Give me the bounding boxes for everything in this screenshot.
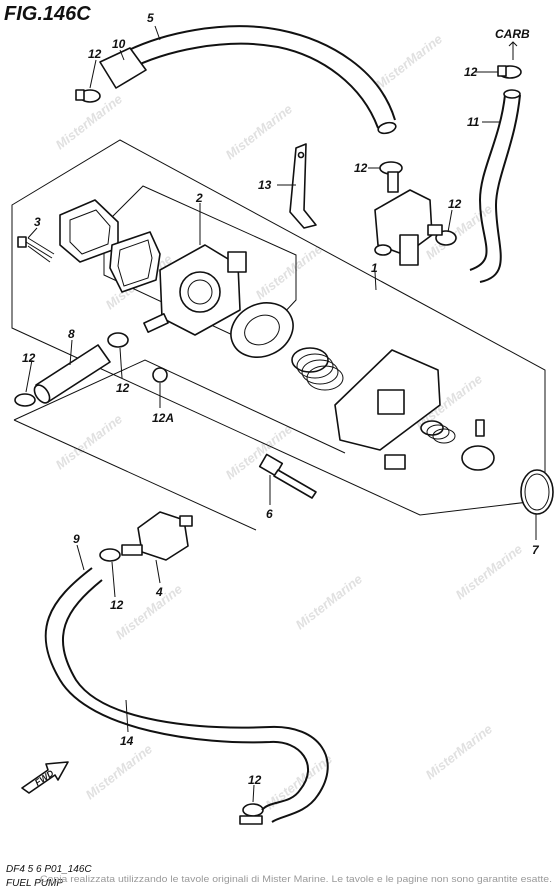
pump-head-1 (374, 171, 443, 266)
footer-code: DF4 5 6 P01_146C (6, 864, 92, 875)
watermark-2: MisterMarine (223, 101, 295, 162)
watermark-15: MisterMarine (423, 721, 495, 782)
clamp-top-left (75, 89, 101, 103)
bolt-6 (258, 453, 317, 499)
callout-10: 10 (112, 37, 126, 51)
callout-12-carb: 12 (464, 65, 478, 79)
watermark-13: MisterMarine (83, 741, 155, 802)
leader-lines (25, 25, 537, 803)
fwd-arrow: FWD (21, 761, 69, 794)
gasket-upper (59, 199, 119, 263)
callout-8: 8 (68, 327, 75, 341)
clamp-left-tube (14, 393, 36, 407)
footer-name: FUEL PUMP (6, 878, 63, 889)
callout-7: 7 (532, 543, 540, 557)
watermark-7: MisterMarine (53, 411, 125, 472)
callout-1: 1 (371, 261, 378, 275)
screw-3 (17, 236, 55, 263)
watermark-layer: MisterMarine MisterMarine MisterMarine M… (53, 31, 525, 812)
copyright-notice: Copia realizzata utilizzando le tavole o… (40, 874, 552, 885)
watermark-11: MisterMarine (293, 571, 365, 632)
hose-11 (469, 89, 521, 283)
gasket-lower (109, 231, 161, 293)
hose-14 (44, 567, 329, 823)
callout-11: 11 (467, 115, 480, 129)
tube-8 (33, 344, 111, 404)
pump-body-2 (159, 244, 247, 336)
carb-label: CARB (495, 27, 530, 41)
callout-12-pump-right: 12 (448, 197, 462, 211)
callout-6: 6 (266, 507, 273, 521)
clamp-carb (497, 65, 522, 79)
callout-5: 5 (147, 11, 154, 25)
watermark-12: MisterMarine (453, 541, 525, 602)
o-ring-7 (520, 469, 554, 515)
clamp-mid (107, 332, 129, 348)
clip-12a (152, 367, 168, 383)
callout-12-left: 12 (22, 351, 36, 365)
gasket-subframe (103, 185, 297, 346)
watermark-3: MisterMarine (373, 31, 445, 92)
callout-2: 2 (195, 191, 203, 205)
callout-12-filter: 12 (110, 598, 124, 612)
callout-14: 14 (120, 734, 134, 748)
callout-4: 4 (155, 585, 163, 599)
callout-3: 3 (34, 215, 41, 229)
clamp-filter (99, 548, 121, 562)
callout-12-mid: 12 (116, 381, 130, 395)
diaphragm (143, 302, 294, 358)
watermark-5: MisterMarine (253, 241, 325, 302)
pump-cover (334, 349, 441, 470)
spring-small (420, 420, 456, 444)
watermark-10: MisterMarine (113, 581, 185, 642)
fuel-filter-4 (121, 511, 193, 561)
lower-frame (13, 359, 346, 531)
figure-title: FIG.146C (4, 3, 91, 25)
clamp-bottom (239, 803, 264, 825)
callout-12a: 12A (152, 411, 174, 425)
callout-13: 13 (258, 178, 272, 192)
callout-12-top-left: 12 (88, 47, 102, 61)
strap-13 (289, 143, 317, 229)
callout-12-bottom: 12 (248, 773, 262, 787)
check-valve (461, 419, 495, 471)
callout-labels: 5 10 12 12 11 12 13 2 12 3 1 8 12 12 12A… (22, 11, 540, 787)
callout-9: 9 (73, 532, 80, 546)
hose-5 (99, 25, 397, 135)
callout-12-pump-top: 12 (354, 161, 368, 175)
carb-arrow (508, 41, 518, 60)
spring-large (291, 347, 344, 391)
